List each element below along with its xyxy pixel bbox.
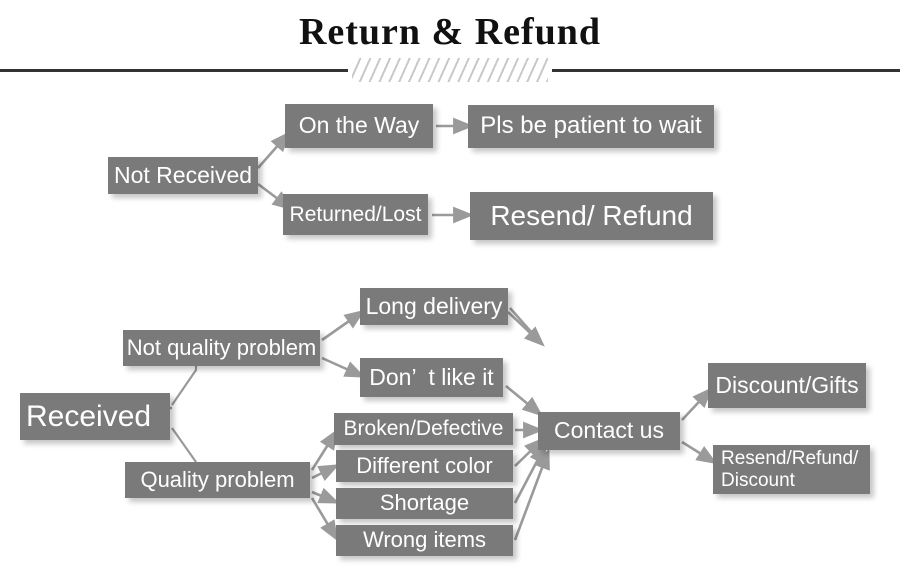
hatched-divider-icon — [352, 58, 548, 82]
node-not-quality-problem[interactable]: Not quality problem — [123, 330, 320, 366]
node-wrong-items[interactable]: Wrong items — [336, 525, 513, 556]
divider-rule-right — [552, 69, 900, 72]
node-resend-refund-discount[interactable]: Resend/Refund/ Discount — [713, 445, 870, 494]
node-discount-gifts[interactable]: Discount/Gifts — [708, 363, 866, 408]
page-title: Return & Refund — [298, 11, 602, 53]
node-returned-lost[interactable]: Returned/Lost — [283, 194, 428, 235]
node-not-received[interactable]: Not Received — [108, 157, 258, 194]
node-received[interactable]: Received — [20, 393, 170, 440]
node-dont-like-it[interactable]: Don’ t like it — [360, 358, 503, 397]
divider-rule-left — [0, 69, 348, 72]
node-quality-problem[interactable]: Quality problem — [125, 462, 310, 498]
node-shortage[interactable]: Shortage — [336, 488, 513, 519]
node-contact-us[interactable]: Contact us — [538, 412, 680, 450]
node-resend-refund[interactable]: Resend/ Refund — [470, 192, 713, 240]
node-long-delivery[interactable]: Long delivery — [360, 288, 508, 325]
node-pls-be-patient-to-wait[interactable]: Pls be patient to wait — [468, 105, 714, 148]
node-different-color[interactable]: Different color — [336, 450, 513, 482]
node-broken-defective[interactable]: Broken/Defective — [334, 413, 513, 445]
node-on-the-way[interactable]: On the Way — [285, 104, 433, 148]
